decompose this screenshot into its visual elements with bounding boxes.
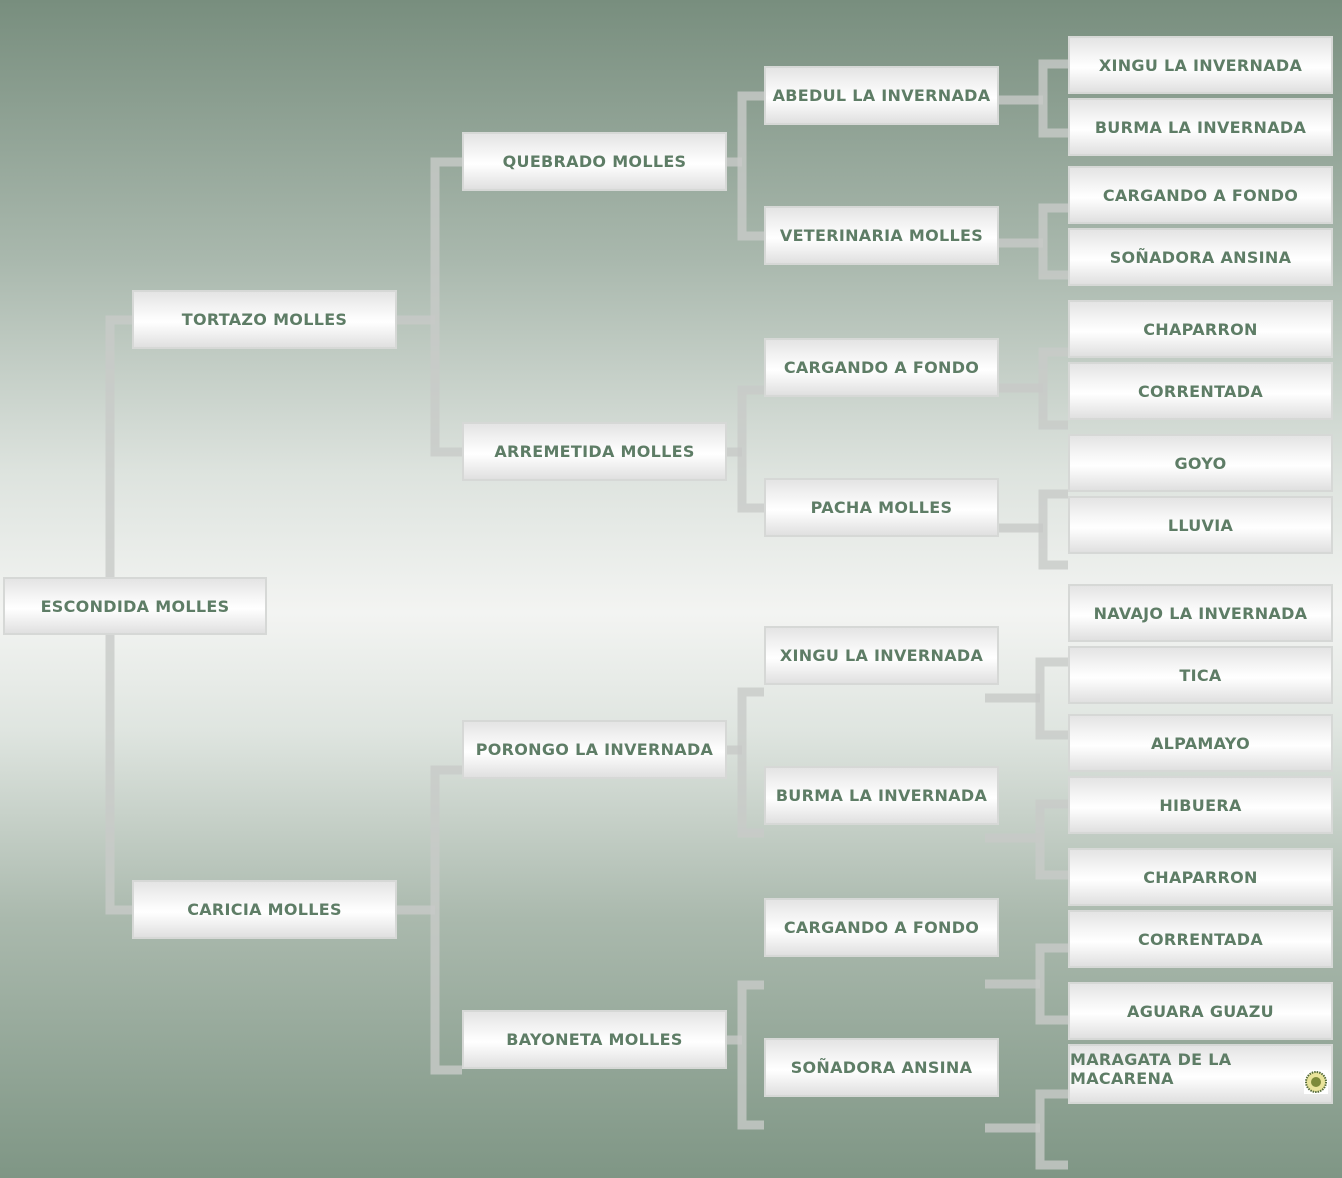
connector-bracket <box>1038 489 1068 570</box>
ancestor-box[interactable]: CARGANDO A FONDO <box>1068 166 1333 224</box>
great-grandparent-box[interactable]: PACHA MOLLES <box>764 478 999 537</box>
great-grandparent-box[interactable]: VETERINARIA MOLLES <box>764 206 999 265</box>
horse-name: VETERINARIA MOLLES <box>779 226 984 245</box>
ancestor-box[interactable]: CHAPARRON <box>1068 300 1333 358</box>
parent-box[interactable]: CARICIA MOLLES <box>132 880 397 939</box>
connector-bracket <box>737 687 764 838</box>
horse-name: SOÑADORA ANSINA <box>1109 247 1292 267</box>
horse-name: CORRENTADA <box>1137 929 1264 949</box>
seal-logo-icon <box>1304 1070 1328 1094</box>
horse-name: BURMA LA INVERNADA <box>775 786 988 805</box>
grandparent-box[interactable]: PORONGO LA INVERNADA <box>462 720 727 779</box>
subject-box[interactable]: ESCONDIDA MOLLES <box>3 577 267 635</box>
horse-name: GOYO <box>1174 453 1227 473</box>
connector-bracket <box>737 91 764 241</box>
horse-name: ESCONDIDA MOLLES <box>40 596 230 616</box>
ancestor-box[interactable]: CHAPARRON <box>1068 848 1333 906</box>
horse-name: SOÑADORA ANSINA <box>790 1058 973 1077</box>
ancestor-box[interactable]: AGUARA GUAZU <box>1068 982 1333 1040</box>
ancestor-box[interactable]: MARAGATA DE LA MACARENA <box>1068 1044 1333 1104</box>
horse-name: ABEDUL LA INVERNADA <box>772 86 991 105</box>
connector-bracket <box>430 157 462 457</box>
great-grandparent-box[interactable]: XINGU LA INVERNADA <box>764 626 999 685</box>
horse-name: ALPAMAYO <box>1150 733 1250 753</box>
ancestor-box[interactable]: HIBUERA <box>1068 776 1333 834</box>
grandparent-box[interactable]: ARREMETIDA MOLLES <box>462 422 727 481</box>
connector-bracket <box>737 980 764 1130</box>
ancestor-box[interactable]: LLUVIA <box>1068 496 1333 554</box>
horse-name: CARGANDO A FONDO <box>783 918 980 937</box>
great-grandparent-box[interactable]: CARGANDO A FONDO <box>764 898 999 957</box>
ancestor-box[interactable]: TICA <box>1068 646 1333 704</box>
great-grandparent-box[interactable]: BURMA LA INVERNADA <box>764 766 999 825</box>
connector-bracket <box>1035 657 1068 740</box>
horse-name: CHAPARRON <box>1143 867 1258 887</box>
horse-name: NAVAJO LA INVERNADA <box>1093 603 1308 623</box>
horse-name: ARREMETIDA MOLLES <box>494 442 695 461</box>
horse-name: LLUVIA <box>1167 515 1234 535</box>
ancestor-box[interactable]: SOÑADORA ANSINA <box>1068 228 1333 286</box>
connector-bracket <box>430 765 462 1075</box>
horse-name: AGUARA GUAZU <box>1127 1001 1274 1021</box>
horse-name: PACHA MOLLES <box>810 498 953 517</box>
horse-name: XINGU LA INVERNADA <box>779 646 984 665</box>
grandparent-box[interactable]: BAYONETA MOLLES <box>462 1010 727 1069</box>
connector-bracket <box>1035 1089 1068 1170</box>
great-grandparent-box[interactable]: ABEDUL LA INVERNADA <box>764 66 999 125</box>
horse-name: CHAPARRON <box>1143 319 1258 339</box>
horse-name: CARICIA MOLLES <box>187 900 342 919</box>
connector-bracket <box>737 385 764 513</box>
ancestor-box[interactable]: CORRENTADA <box>1068 910 1333 968</box>
great-grandparent-box[interactable]: CARGANDO A FONDO <box>764 338 999 397</box>
horse-name: CORRENTADA <box>1137 381 1264 401</box>
horse-name: TICA <box>1179 665 1222 685</box>
connector-bracket <box>1035 943 1068 1025</box>
ancestor-box[interactable]: CORRENTADA <box>1068 362 1333 420</box>
ancestor-box[interactable]: ALPAMAYO <box>1068 714 1333 772</box>
connector-bracket <box>1038 203 1068 280</box>
connector-bracket <box>1035 799 1068 880</box>
horse-name: XINGU LA INVERNADA <box>1098 55 1303 75</box>
horse-name: BURMA LA INVERNADA <box>1094 117 1307 137</box>
great-grandparent-box[interactable]: SOÑADORA ANSINA <box>764 1038 999 1097</box>
horse-name: BAYONETA MOLLES <box>506 1030 683 1049</box>
ancestor-box[interactable]: NAVAJO LA INVERNADA <box>1068 584 1333 642</box>
horse-name: CARGANDO A FONDO <box>1102 185 1299 205</box>
connector-bracket <box>1038 59 1068 138</box>
horse-name: TORTAZO MOLLES <box>181 310 348 329</box>
ancestor-box[interactable]: XINGU LA INVERNADA <box>1068 36 1333 94</box>
connector-bracket <box>1038 347 1068 430</box>
horse-name: MARAGATA DE LA MACARENA <box>1070 1050 1232 1088</box>
horse-name: PORONGO LA INVERNADA <box>475 740 714 759</box>
ancestor-box[interactable]: GOYO <box>1068 434 1333 492</box>
horse-name: QUEBRADO MOLLES <box>502 152 687 171</box>
parent-box[interactable]: TORTAZO MOLLES <box>132 290 397 349</box>
horse-name: HIBUERA <box>1159 795 1242 815</box>
ancestor-box[interactable]: BURMA LA INVERNADA <box>1068 98 1333 156</box>
horse-name: CARGANDO A FONDO <box>783 358 980 377</box>
grandparent-box[interactable]: QUEBRADO MOLLES <box>462 132 727 191</box>
